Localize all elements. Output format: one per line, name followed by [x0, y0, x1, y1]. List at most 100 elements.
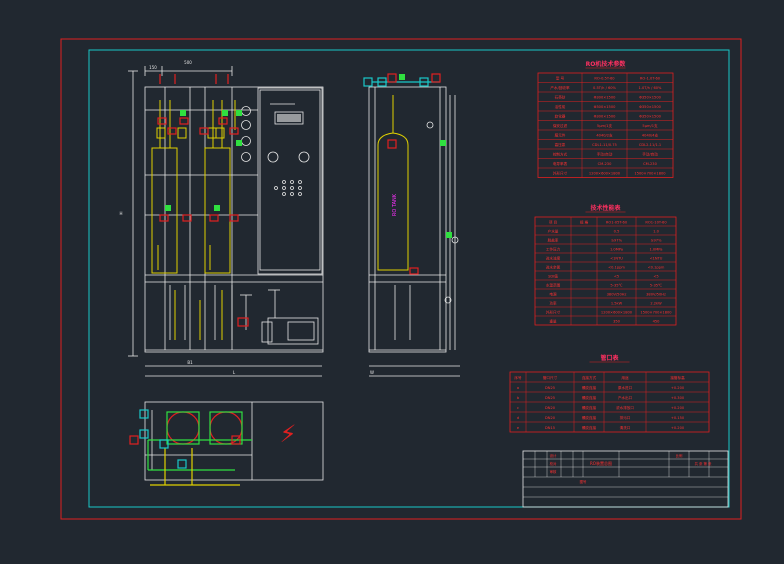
params-table-cell: Φ350×1500: [639, 115, 662, 119]
ports-table-cell: +0.300: [671, 396, 685, 400]
ports-table-cell: +0.200: [671, 426, 685, 430]
title-block-label: 审核: [550, 469, 557, 474]
title-block-label: 共 张 第 张: [695, 461, 712, 466]
front-view-valves: [157, 74, 249, 327]
params-table-cell: 0.5T/h / 60%: [593, 86, 616, 90]
side-view-vessel: [377, 95, 409, 271]
svg-text:H: H: [119, 211, 122, 216]
outer-frame: [60, 38, 742, 520]
tech-table-cell: 工作压力: [546, 246, 561, 251]
params-table-cell: 4040/2支: [596, 133, 613, 138]
params-table-cell: 手动/自动: [597, 152, 613, 157]
tech-table-cell: 规 格: [580, 219, 589, 224]
tech-table-cell: 0.5: [614, 229, 620, 233]
ports-table-cell: DN15: [545, 426, 555, 430]
tech-table-cell: 380V/50Hz: [607, 292, 627, 296]
ports-table-cell: 管口尺寸: [543, 375, 558, 380]
ports-table-cell: DN25: [545, 396, 555, 400]
svg-text:150: 150: [149, 65, 157, 70]
title-block-label: 设计: [550, 453, 557, 458]
tech-table-cell: 外形尺寸: [546, 309, 561, 314]
ports-table-cell: 连接方式: [582, 375, 597, 380]
tech-table-cell: ≥97%: [611, 238, 623, 242]
tech-table-cell: 450: [653, 319, 661, 323]
tech-table-cell: <0.1ppm: [648, 265, 665, 269]
params-table-cell: 5μm/1支: [642, 123, 658, 128]
params-table-cell: 型 号: [556, 76, 565, 81]
tech-table-cell: SDI值: [548, 273, 558, 278]
tech-table-cell: 1.0: [653, 229, 659, 233]
tech-table-cell: 进水浊度: [546, 255, 561, 260]
front-view-tanks: [151, 100, 236, 340]
params-table-cell: 手动/自动: [642, 152, 658, 157]
params-table-cell: Φ300×1500: [594, 96, 617, 100]
tech-table-cell: 5-35℃: [650, 283, 662, 287]
params-table-cell: CM-230: [643, 162, 657, 166]
ports-table-cell: +0.200: [671, 386, 685, 390]
params-table-cell: Φ300×1500: [594, 105, 617, 109]
tech-table-cell: RO1-10T-60: [645, 220, 667, 224]
tech-table-cell: 水温范围: [546, 282, 561, 287]
tech-table-cell: 项 目: [549, 219, 557, 224]
drawing-name: RO装置总图: [590, 460, 612, 466]
side-view-pipes: [363, 73, 441, 275]
ports-table-cell: 接管标高: [670, 375, 685, 380]
tech-table-cell: <1NTU: [610, 256, 623, 260]
ports-table-cell: 清洗口: [620, 425, 631, 430]
tech-table-cell: 1.0MPa: [649, 247, 662, 251]
electric-hazard-icon: ⚡: [280, 420, 297, 448]
params-table-cell: Φ350×1500: [639, 105, 662, 109]
tech-table-cell: 进水余氯: [546, 264, 561, 269]
params-table-cell: CDL1-11/0.75: [592, 143, 617, 147]
params-table-cell: 保安过滤: [553, 123, 568, 128]
inner-frame: [88, 49, 730, 508]
params-table-cell: 外形尺寸: [553, 171, 568, 176]
tech-table-cell: 350: [613, 319, 621, 323]
title-block-label: 比例: [676, 453, 683, 458]
ports-table-cell: +0.150: [671, 416, 685, 420]
svg-text:W: W: [370, 370, 374, 375]
ports-table-cell: DN25: [545, 386, 555, 390]
ports-table-cell: d: [517, 416, 519, 420]
ports-table-cell: 螺纹连接: [582, 405, 597, 410]
title-block-border: [522, 450, 729, 508]
plan-view: [144, 401, 324, 481]
tech-table-cell: <5: [614, 274, 619, 278]
tech-table-cell: 脱盐率: [548, 237, 559, 242]
ports-table-cell: DN20: [545, 416, 556, 420]
tech-table-cell: RO1-05T-60: [606, 220, 628, 224]
ports-table-cell: 浓水排放口: [616, 405, 634, 410]
params-table-cell: CM-230: [598, 162, 612, 166]
params-table-cell: 1500×700×1800: [634, 172, 666, 176]
params-table-cell: Φ350×1500: [639, 96, 662, 100]
svg-text:L: L: [233, 370, 236, 375]
ports-table-cell: 螺纹连接: [582, 385, 597, 390]
title-block-label: 图号: [580, 479, 587, 484]
params-table-cell: 电导率表: [553, 161, 568, 166]
dimension-labels: 150 500 H B1 L W: [119, 60, 374, 375]
params-table-cell: 1.0T/h / 60%: [639, 86, 662, 90]
ports-table-title: 管口表: [600, 354, 619, 362]
ports-table-cell: a: [517, 386, 519, 390]
params-table-cell: 软化器: [555, 114, 566, 119]
side-view: [368, 86, 460, 377]
params-table-border: [537, 72, 674, 178]
params-table-cell: 4040/4支: [642, 133, 659, 138]
tech-table-cell: <5: [653, 274, 658, 278]
ports-table-cell: 螺纹连接: [582, 425, 597, 430]
params-table-cell: 活性炭: [555, 104, 566, 109]
side-view-fittings: [399, 74, 452, 238]
tech-table-cell: 380V/50Hz: [646, 292, 666, 296]
tech-table-cell: 1500×700×1800: [640, 310, 672, 314]
params-table-cell: 高压泵: [555, 142, 566, 147]
params-table-cell: 控制方式: [553, 152, 568, 157]
tech-table-cell: 1.5kW: [611, 301, 623, 305]
params-table-cell: 5μm/1支: [597, 123, 613, 128]
ports-table-cell: DN20: [545, 406, 556, 410]
